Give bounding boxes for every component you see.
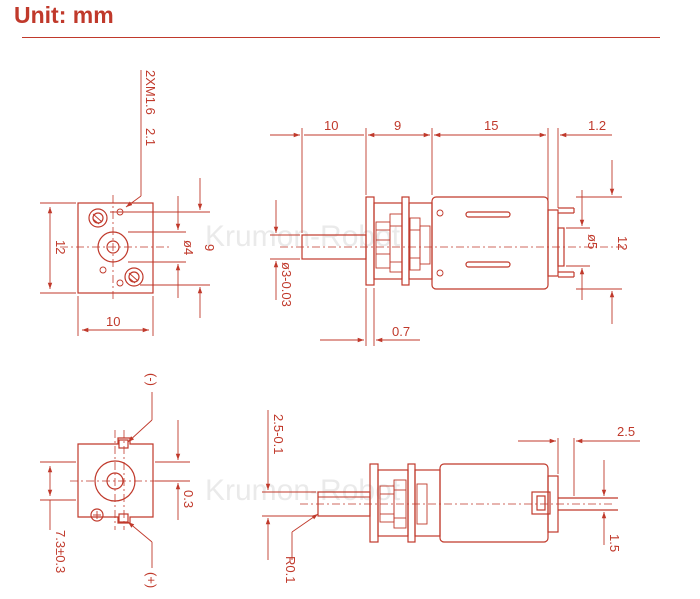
output-shaft — [106, 240, 120, 254]
rear-boss — [557, 227, 565, 267]
title-divider — [22, 37, 660, 38]
fillet-label: R0.1 — [283, 556, 298, 583]
motor-slot-bottom — [465, 261, 511, 268]
neg-terminal-label: (-) — [144, 373, 159, 386]
bottom-endcap — [547, 475, 559, 533]
motor-endcap — [547, 209, 559, 277]
side-height-label: 12 — [615, 236, 630, 250]
terminal-length-label: 2.5 — [617, 424, 635, 439]
motor-rear-outline — [77, 437, 154, 524]
bottom-view: 2.5-0.1 R0.1 2.5 1.5 — [262, 410, 640, 583]
motor-can — [431, 196, 549, 290]
front-view: 2XM1.6 2.1 12 10 ø4 9 — [40, 70, 217, 336]
front-width-label: 10 — [106, 314, 120, 329]
watermark-top: Krumon-Robot — [205, 220, 401, 253]
gearbox-front-outline — [77, 202, 154, 294]
rear-view: (-) (+) 0.3 7.3±0.3 — [40, 373, 196, 588]
bottom-terminal-block — [531, 491, 551, 515]
side-view: 10 9 15 1.2 ø3-0.03 0.7 ø5 12 — [270, 118, 630, 346]
gearbox-mid-plate — [401, 196, 410, 286]
boss-diameter-label: ø5 — [585, 234, 600, 249]
length-label-endcap: 1.2 — [588, 118, 606, 133]
small-hole-2 — [99, 266, 107, 274]
terminal-spacing-label: 7.3±0.3 — [53, 530, 68, 573]
gearbox-rear — [408, 202, 433, 280]
page-title: Unit: mm — [14, 2, 114, 28]
front-height-label: 12 — [53, 240, 68, 254]
depth-note: 2.1 — [143, 128, 158, 146]
rear-screw — [90, 508, 104, 522]
thread-note: 2XM1.6 — [143, 70, 158, 115]
output-boss — [97, 231, 129, 263]
pos-terminal-tab — [118, 513, 129, 523]
flange-label: 0.7 — [392, 324, 410, 339]
length-label-motor: 15 — [484, 118, 498, 133]
bore-label: ø4 — [181, 240, 196, 255]
length-label-shaft: 10 — [324, 118, 338, 133]
bottom-mid-plate — [407, 463, 416, 543]
gear-stack — [375, 213, 431, 273]
pos-terminal-label: (+) — [144, 572, 159, 588]
length-label-gearbox: 9 — [394, 118, 401, 133]
shaft-diameter-label: ø3-0.03 — [279, 262, 294, 307]
rear-offset-label: 0.3 — [181, 490, 196, 508]
small-hole-3 — [116, 279, 124, 287]
shaft-flat-label: 2.5-0.1 — [271, 414, 286, 454]
terminal-thickness-label: 1.5 — [607, 534, 622, 552]
motor-slot-top — [465, 211, 511, 218]
screw-hole-top — [88, 208, 108, 228]
watermark-bottom: Krumon-Robot — [205, 474, 401, 507]
hole-spacing-label: 9 — [202, 244, 217, 251]
bottom-gearbox-rear — [414, 469, 441, 537]
screw-hole-bottom — [124, 267, 144, 287]
neg-terminal-tab — [118, 439, 129, 449]
